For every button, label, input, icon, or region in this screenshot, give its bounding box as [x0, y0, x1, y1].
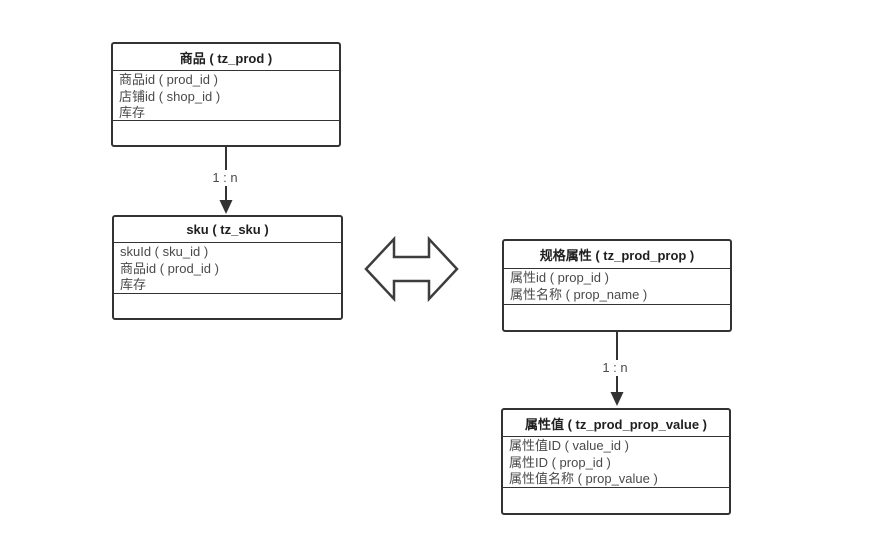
table-fields-prod-prop-value: 属性值ID ( value_id ) 属性ID ( prop_id ) 属性值名… [503, 437, 729, 488]
arrowhead-down-icon [610, 392, 624, 406]
table-field: 属性名称 ( prop_name ) [510, 286, 648, 302]
table-field: 商品id ( prod_id ) [120, 260, 219, 276]
cardinality-label: 1 : n [206, 170, 244, 186]
table-fields-prod-prop: 属性id ( prop_id ) 属性名称 ( prop_name ) [504, 269, 730, 305]
table-field: 属性ID ( prop_id ) [509, 454, 611, 470]
table-node-sku: sku ( tz_sku ) skuId ( sku_id ) 商品id ( p… [112, 215, 343, 320]
table-field: 属性值名称 ( prop_value ) [509, 471, 658, 486]
table-node-prod: 商品 ( tz_prod ) 商品id ( prod_id ) 店铺id ( s… [111, 42, 341, 147]
table-field: 库存 [119, 105, 146, 120]
table-field: 店铺id ( shop_id ) [119, 88, 221, 104]
table-title-prod: 商品 ( tz_prod ) [113, 44, 339, 71]
table-title-prod-prop-value: 属性值 ( tz_prod_prop_value ) [503, 410, 729, 437]
table-field: 属性值ID ( value_id ) [509, 438, 629, 453]
table-field: 属性id ( prop_id ) [510, 270, 609, 285]
table-empty-section [503, 488, 729, 513]
table-fields-prod: 商品id ( prod_id ) 店铺id ( shop_id ) 库存 [113, 71, 339, 121]
arrowhead-down-icon [219, 200, 233, 214]
table-title-prod-prop: 规格属性 ( tz_prod_prop ) [504, 241, 730, 269]
table-fields-sku: skuId ( sku_id ) 商品id ( prod_id ) 库存 [114, 243, 341, 294]
table-node-prod-prop-value: 属性值 ( tz_prod_prop_value ) 属性值ID ( value… [501, 408, 731, 515]
table-node-prod-prop: 规格属性 ( tz_prod_prop ) 属性id ( prop_id ) 属… [502, 239, 732, 332]
table-title-sku: sku ( tz_sku ) [114, 217, 341, 243]
table-field: skuId ( sku_id ) [120, 244, 209, 259]
cardinality-label: 1 : n [596, 360, 634, 376]
table-empty-section [504, 305, 730, 330]
bidirectional-arrow-icon [364, 235, 459, 303]
table-empty-section [113, 121, 339, 145]
table-field: 商品id ( prod_id ) [119, 72, 218, 87]
table-empty-section [114, 294, 341, 318]
table-field: 库存 [120, 277, 147, 292]
